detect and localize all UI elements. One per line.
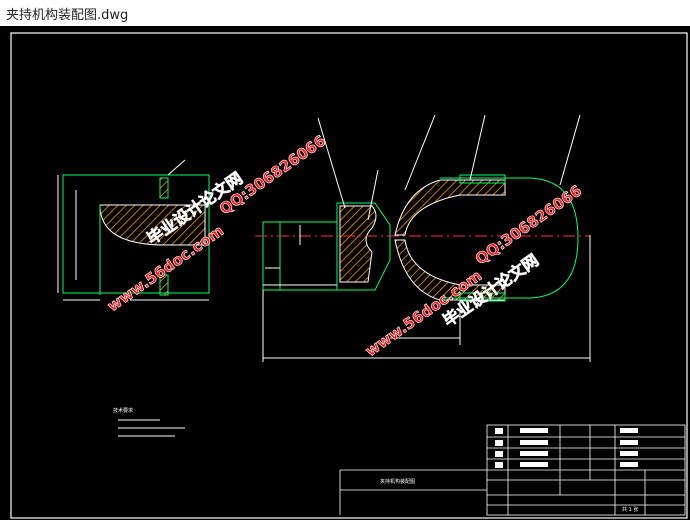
cad-canvas[interactable]: 技术要求 夹持机构装配图 共 1 张: [0, 26, 690, 520]
cad-drawing: 技术要求 夹持机构装配图 共 1 张: [10, 32, 688, 519]
drawing-frame: [10, 32, 688, 519]
window-titlebar: 夹持机构装配图.dwg: [0, 0, 690, 27]
document-title: 夹持机构装配图.dwg: [6, 8, 129, 23]
title-block-assembly-name: 夹持机构装配图: [380, 478, 415, 485]
tech-notes-title: 技术要求: [113, 407, 133, 414]
title-block-sheet: 共 1 张: [622, 506, 638, 513]
left-view: [57, 159, 210, 301]
technical-notes: 技术要求: [113, 407, 185, 437]
main-view: [255, 114, 591, 362]
title-block: 夹持机构装配图 共 1 张: [339, 424, 686, 516]
